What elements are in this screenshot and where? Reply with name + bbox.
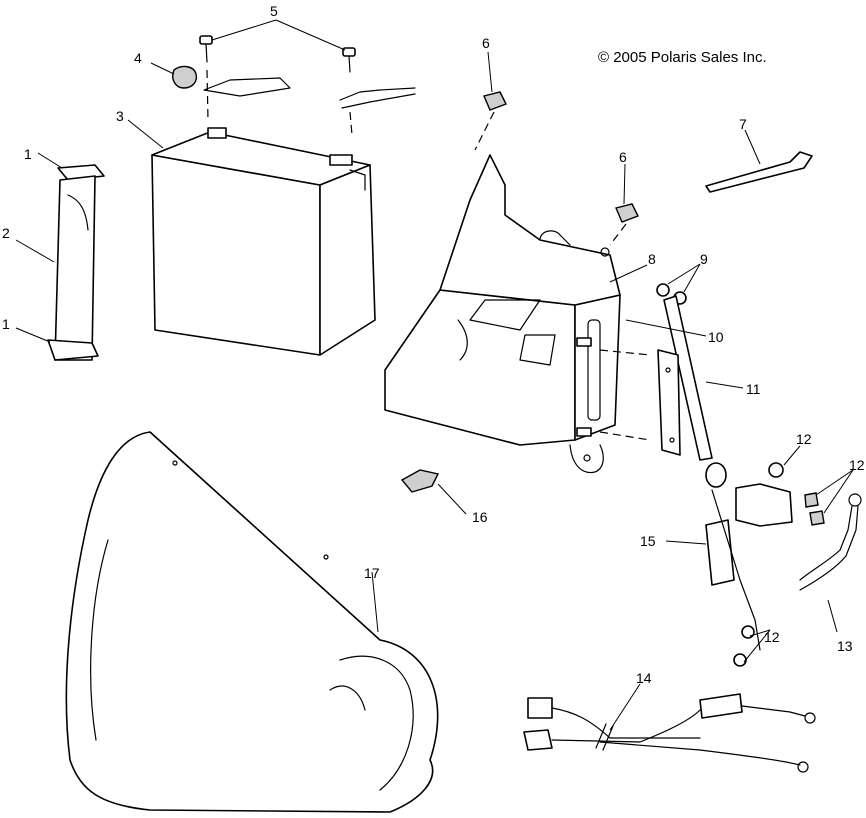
callout-12-terminals: 12 (849, 457, 865, 473)
callout-4: 4 (134, 50, 142, 66)
relay-assembly (705, 483, 825, 667)
wire-harness (523, 693, 816, 773)
callout-15: 15 (640, 533, 656, 549)
callout-5: 5 (270, 3, 278, 19)
callout-10: 10 (708, 329, 724, 345)
speed-nut-lower (609, 203, 639, 246)
callout-9: 9 (700, 251, 708, 267)
leader-lines (15, 19, 854, 731)
callout-12-nut: 12 (796, 431, 812, 447)
speed-nut-upper (474, 91, 507, 151)
callout-2: 2 (2, 225, 10, 241)
battery (151, 127, 376, 356)
terminal-cap (172, 65, 198, 89)
callout-1-lower: 1 (2, 316, 10, 332)
push-fastener (400, 469, 440, 493)
cable-tie (705, 151, 813, 193)
callout-11: 11 (746, 381, 761, 397)
callout-3: 3 (116, 108, 124, 124)
callout-12-lower: 12 (764, 629, 780, 645)
callout-8: 8 (648, 251, 656, 267)
hold-down-strap (47, 164, 105, 361)
callout-labels: 1 1 2 3 4 5 6 6 7 8 9 10 11 12 12 12 13 … (2, 3, 865, 686)
callout-13: 13 (837, 638, 853, 654)
callout-17: 17 (364, 565, 380, 581)
cable-and-bracket (599, 283, 784, 488)
callout-6-lower: 6 (619, 149, 627, 165)
ground-cable (799, 493, 862, 591)
callout-7: 7 (739, 116, 747, 132)
callout-14: 14 (636, 670, 652, 686)
callout-6-upper: 6 (482, 35, 490, 51)
terminal-bolts (199, 35, 416, 136)
battery-cover (65, 431, 439, 813)
callout-1-upper: 1 (24, 146, 32, 162)
battery-tray (384, 154, 621, 474)
copyright-text: © 2005 Polaris Sales Inc. (598, 49, 767, 66)
callout-16: 16 (472, 509, 488, 525)
